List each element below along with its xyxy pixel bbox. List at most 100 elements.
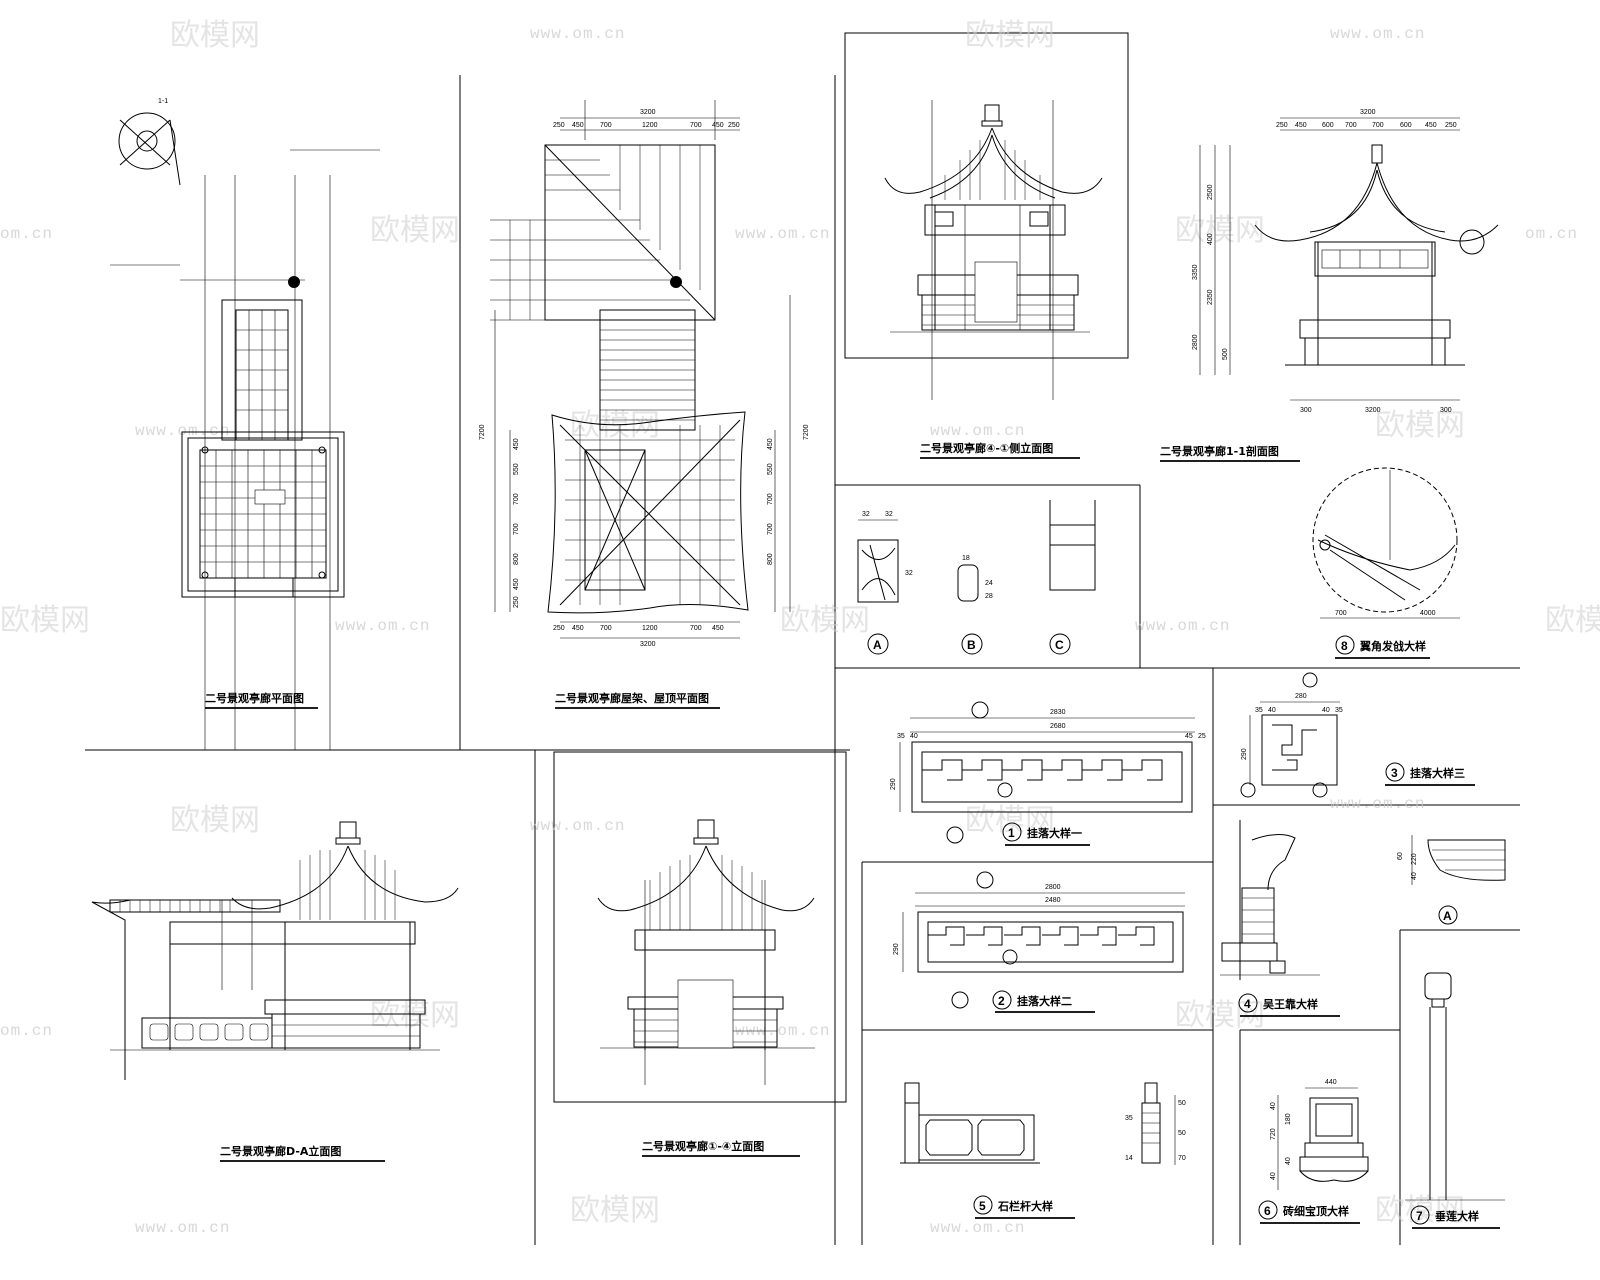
svg-text:800: 800 bbox=[767, 553, 774, 565]
svg-text:600: 600 bbox=[1400, 122, 1412, 129]
svg-text:1200: 1200 bbox=[642, 625, 658, 632]
svg-text:18: 18 bbox=[962, 555, 970, 562]
svg-text:40: 40 bbox=[1270, 1102, 1277, 1110]
svg-text:40: 40 bbox=[1268, 707, 1276, 714]
detail-5-number: 5 bbox=[979, 1199, 986, 1213]
side-elevation-title: 二号景观亭廊④-①侧立面图 bbox=[920, 441, 1053, 455]
svg-text:50: 50 bbox=[1178, 1130, 1186, 1137]
svg-text:450: 450 bbox=[712, 122, 724, 129]
detail-2-drawing: 2800 2480 290 2 挂落大样二 bbox=[893, 871, 1185, 1013]
detail-b-tag: B bbox=[967, 638, 976, 652]
svg-text:450: 450 bbox=[572, 625, 584, 632]
svg-text:400: 400 bbox=[1207, 233, 1214, 245]
watermark-url: www.om.cn bbox=[1330, 795, 1425, 813]
detail-4a-tag: A bbox=[1443, 909, 1452, 923]
detail-1-number: 1 bbox=[1008, 826, 1015, 840]
roof-plan-drawing: 3200 250 450 700 1200 700 450 250 bbox=[479, 100, 810, 709]
svg-text:700: 700 bbox=[690, 122, 702, 129]
svg-text:700: 700 bbox=[513, 493, 520, 505]
svg-text:40: 40 bbox=[1285, 1157, 1292, 1165]
elevation-1-4-drawing: 二号景观亭廊①-④立面图 bbox=[597, 819, 815, 1157]
svg-text:250: 250 bbox=[553, 625, 565, 632]
watermark-brand: 欧模网 bbox=[370, 999, 460, 1032]
svg-text:290: 290 bbox=[1241, 748, 1248, 760]
watermark-brand: 欧模网 bbox=[370, 214, 460, 247]
svg-text:440: 440 bbox=[1325, 1079, 1337, 1086]
watermarks: 欧模网 欧模网 欧模网 欧模网 欧模网 欧模网 欧模网 欧模网 欧模网 欧模网 … bbox=[0, 19, 1600, 1237]
svg-text:450: 450 bbox=[1295, 122, 1307, 129]
svg-text:25: 25 bbox=[1198, 733, 1206, 740]
svg-text:35: 35 bbox=[1125, 1115, 1133, 1122]
svg-text:700: 700 bbox=[600, 625, 612, 632]
svg-text:32: 32 bbox=[905, 570, 913, 577]
detail-8-drawing: 700 4000 8 翼角发戗大样 bbox=[1312, 467, 1460, 659]
svg-text:70: 70 bbox=[1178, 1155, 1186, 1162]
svg-text:2480: 2480 bbox=[1045, 897, 1061, 904]
watermark-brand: 欧模网 bbox=[1375, 409, 1465, 442]
svg-text:1-1: 1-1 bbox=[158, 98, 168, 105]
watermark-brand: 欧模网 bbox=[1375, 1194, 1465, 1227]
svg-text:290: 290 bbox=[890, 778, 897, 790]
watermark-url: www.om.cn bbox=[530, 817, 625, 835]
watermark-brand: 欧模网 bbox=[780, 604, 870, 637]
svg-text:450: 450 bbox=[572, 122, 584, 129]
svg-text:700: 700 bbox=[690, 625, 702, 632]
svg-text:60: 60 bbox=[1397, 852, 1404, 860]
svg-text:700: 700 bbox=[600, 122, 612, 129]
watermark-brand: 欧模网 bbox=[965, 19, 1055, 52]
svg-text:45: 45 bbox=[1185, 733, 1193, 740]
detail-1-drawing: 2830 2680 35 40 45 25 290 1 挂落大样一 bbox=[890, 701, 1206, 846]
watermark-brand: 欧模网 bbox=[1545, 604, 1600, 637]
detail-7-drawing: 7 垂莲大样 bbox=[1405, 972, 1505, 1229]
svg-text:40: 40 bbox=[1411, 872, 1418, 880]
side-elevation-drawing: 二号景观亭廊④-①侧立面图 bbox=[884, 100, 1103, 459]
detail-a-tag: A bbox=[873, 638, 882, 652]
watermark-url: www.om.cn bbox=[930, 422, 1025, 440]
svg-text:800: 800 bbox=[513, 553, 520, 565]
plan-title: 二号景观亭廊平面图 bbox=[205, 691, 304, 705]
panel-frames bbox=[85, 32, 1520, 1245]
svg-text:35: 35 bbox=[897, 733, 905, 740]
svg-text:250: 250 bbox=[553, 122, 565, 129]
svg-text:220: 220 bbox=[1411, 853, 1418, 865]
svg-text:720: 720 bbox=[1270, 1128, 1277, 1140]
watermark-url: www.om.cn bbox=[1135, 617, 1230, 635]
detail-3-title: 挂落大样三 bbox=[1410, 766, 1465, 780]
svg-text:700: 700 bbox=[767, 493, 774, 505]
svg-text:2500: 2500 bbox=[1207, 184, 1214, 200]
detail-7-number: 7 bbox=[1416, 1209, 1423, 1223]
svg-text:180: 180 bbox=[1285, 1113, 1292, 1125]
svg-text:450: 450 bbox=[767, 438, 774, 450]
detail-6-drawing: 440 40 720 180 40 40 6 砖细宝顶大样 bbox=[1258, 1079, 1369, 1224]
roof-plan-title: 二号景观亭廊屋架、屋顶平面图 bbox=[555, 691, 709, 705]
watermark-brand: 欧模网 bbox=[170, 19, 260, 52]
svg-text:2800: 2800 bbox=[1192, 334, 1199, 350]
svg-text:32: 32 bbox=[885, 511, 893, 518]
svg-text:40: 40 bbox=[1322, 707, 1330, 714]
svg-text:7200: 7200 bbox=[803, 424, 810, 440]
svg-text:700: 700 bbox=[1345, 122, 1357, 129]
svg-text:4000: 4000 bbox=[1420, 610, 1436, 617]
svg-text:290: 290 bbox=[893, 943, 900, 955]
svg-text:250: 250 bbox=[513, 596, 520, 608]
svg-text:550: 550 bbox=[767, 463, 774, 475]
watermark-brand: 欧模网 bbox=[965, 804, 1055, 837]
watermark-brand: 欧模网 bbox=[1175, 214, 1265, 247]
watermark-url: om.cn bbox=[0, 1022, 53, 1040]
svg-text:50: 50 bbox=[1178, 1100, 1186, 1107]
elevation-1-4-title: 二号景观亭廊①-④立面图 bbox=[642, 1139, 764, 1153]
front-elevation-title: 二号景观亭廊D-A立面图 bbox=[220, 1144, 341, 1158]
svg-text:1200: 1200 bbox=[642, 122, 658, 129]
svg-text:28: 28 bbox=[985, 593, 993, 600]
watermark-url: www.om.cn bbox=[135, 422, 230, 440]
front-elevation-drawing: 二号景观亭廊D-A立面图 bbox=[91, 821, 459, 1162]
svg-text:550: 550 bbox=[513, 463, 520, 475]
watermark-url: www.om.cn bbox=[335, 617, 430, 635]
detail-7-title: 垂莲大样 bbox=[1435, 1209, 1479, 1223]
svg-text:24: 24 bbox=[985, 580, 993, 587]
detail-3-drawing: 280 35 40 40 35 290 3 挂落大样三 bbox=[1240, 672, 1475, 798]
svg-text:32: 32 bbox=[862, 511, 870, 518]
watermark-url: www.om.cn bbox=[1330, 25, 1425, 43]
svg-text:450: 450 bbox=[513, 438, 520, 450]
north-arrow-icon bbox=[118, 112, 176, 170]
